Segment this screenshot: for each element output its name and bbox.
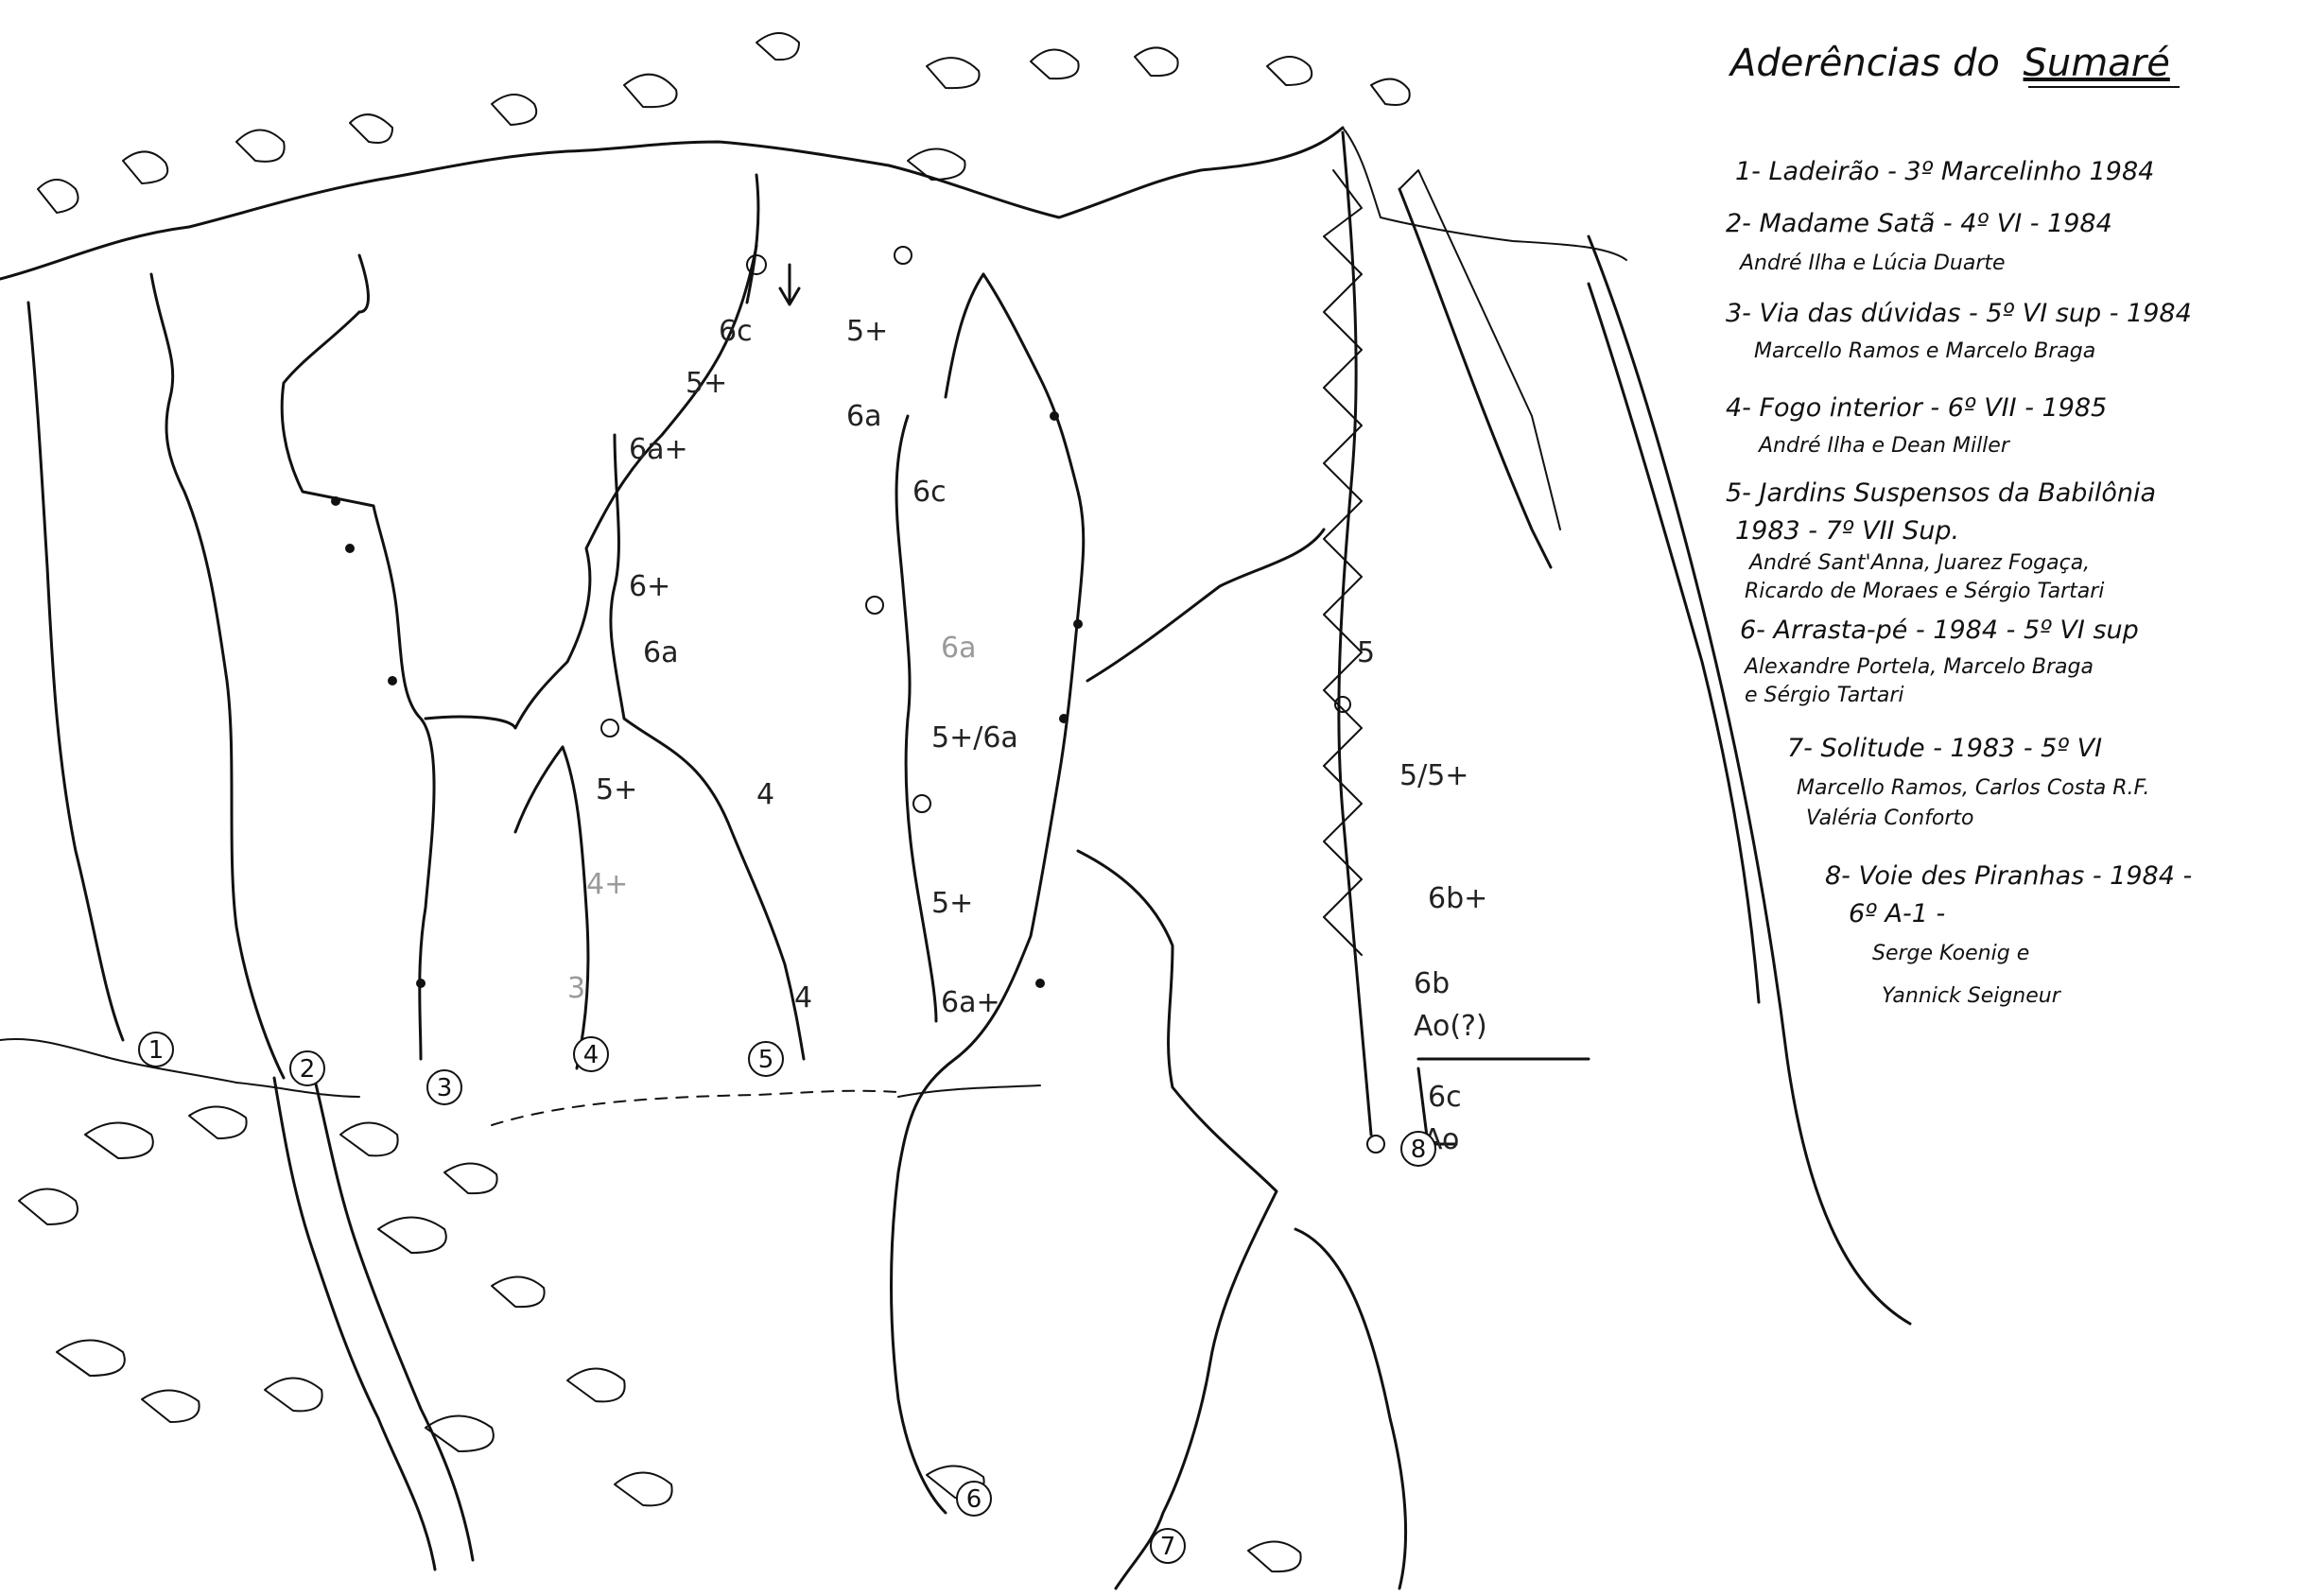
bolt-icon bbox=[912, 794, 931, 813]
legend-route-7-authors-b: Valéria Conforto bbox=[1806, 807, 1974, 830]
grade-label: 5+/6a bbox=[931, 721, 1018, 755]
grade-label: 6a bbox=[846, 400, 881, 433]
grade-label: 6a bbox=[941, 632, 976, 665]
route-7-line bbox=[1076, 528, 1326, 1590]
legend-route-1: 1- Ladeirão - 3º Marcelinho 1984 bbox=[1735, 157, 2154, 186]
svg-text:3: 3 bbox=[437, 1074, 453, 1102]
bolt-icon bbox=[600, 719, 619, 737]
legend-route-6: 6- Arrasta-pé - 1984 - 5º VI sup bbox=[1740, 616, 2139, 645]
grade-label: 6c bbox=[912, 476, 947, 509]
legend-route-8: 8- Voie des Piranhas - 1984 - bbox=[1825, 861, 2192, 891]
grades: 6c 5+ 6a+ 6+ 6a 5+ 4 4+ 3 4 5+ 6a 6c 6a … bbox=[567, 315, 1487, 1156]
route-marker-1: 1 bbox=[138, 1032, 174, 1067]
svg-text:6: 6 bbox=[966, 1485, 982, 1514]
route-5-line bbox=[609, 173, 806, 1061]
svg-text:7: 7 bbox=[1160, 1533, 1176, 1561]
grade-label: 4 bbox=[756, 778, 774, 811]
route-3-line bbox=[280, 310, 436, 1061]
route-1-line bbox=[26, 301, 125, 1042]
bottom-forest bbox=[18, 1067, 1302, 1573]
legend-route-6-authors-a: Alexandre Portela, Marcelo Braga bbox=[1743, 655, 2094, 679]
legend-route-2: 2- Madame Satã - 4º VI - 1984 bbox=[1726, 209, 2112, 238]
legend-route-8-authors-b: Yannick Seigneur bbox=[1882, 984, 2062, 1008]
grade-label: 6a+ bbox=[941, 986, 1000, 1019]
route-marker-8: 8 bbox=[1400, 1131, 1436, 1167]
top-vegetation bbox=[0, 32, 1627, 281]
route-8-line bbox=[1337, 130, 1373, 1136]
bolt-icon bbox=[865, 596, 884, 615]
base-line bbox=[0, 1038, 1041, 1126]
bolt-icon bbox=[894, 246, 912, 265]
legend-route-3: 3- Via das dúvidas - 5º VI sup - 1984 bbox=[1726, 299, 2192, 328]
legend-route-4-authors: André Ilha e Dean Miller bbox=[1757, 434, 2011, 458]
route-marker-7: 7 bbox=[1150, 1528, 1186, 1564]
bolt-icon bbox=[746, 254, 767, 275]
grade-label: 6c bbox=[719, 315, 753, 348]
legend: Aderências do Sumaré 1- Ladeirão - 3º Ma… bbox=[1726, 42, 2192, 1008]
route-6-line bbox=[890, 272, 1086, 1515]
legend-route-3-authors: Marcello Ramos e Marcelo Braga bbox=[1754, 339, 2095, 363]
legend-route-7: 7- Solitude - 1983 - 5º VI bbox=[1787, 734, 2102, 763]
grade-label: 6a+ bbox=[629, 433, 688, 466]
grade-label: 4 bbox=[794, 981, 812, 1015]
route-8-zigzag bbox=[1323, 169, 1363, 956]
grade-label: 5 bbox=[1357, 636, 1375, 669]
grade-label: 3 bbox=[567, 972, 585, 1005]
grade-label: 4+ bbox=[586, 868, 628, 901]
legend-route-8-grade: 6º A-1 - bbox=[1849, 899, 1945, 928]
bolts bbox=[331, 246, 1385, 1154]
grade-label: 6b+ bbox=[1428, 882, 1487, 915]
grade-label: 5+ bbox=[931, 887, 973, 920]
route-4-line bbox=[513, 745, 590, 1070]
legend-route-6-authors-b: e Sérgio Tartari bbox=[1745, 684, 1904, 707]
legend-route-4: 4- Fogo interior - 6º VII - 1985 bbox=[1726, 393, 2107, 423]
svg-text:8: 8 bbox=[1411, 1136, 1427, 1164]
grade-label: Ao(?) bbox=[1414, 1010, 1487, 1043]
route-marker-6: 6 bbox=[956, 1481, 992, 1517]
route-marker-3: 3 bbox=[426, 1069, 462, 1105]
svg-text:2: 2 bbox=[300, 1055, 316, 1084]
legend-route-8-authors-a: Serge Koenig e bbox=[1872, 942, 2029, 965]
route-numbers: 1 2 3 4 5 6 7 8 bbox=[138, 1032, 1436, 1564]
svg-text:5: 5 bbox=[758, 1046, 774, 1074]
legend-route-5-authors-a: André Sant'Anna, Juarez Fogaça, bbox=[1747, 551, 2090, 575]
grade-label: 5+ bbox=[596, 773, 637, 807]
route-marker-2: 2 bbox=[289, 1050, 325, 1086]
bolt-icon bbox=[1334, 696, 1351, 713]
grade-label: 5/5+ bbox=[1399, 759, 1468, 792]
route-2-line bbox=[149, 272, 286, 1080]
legend-route-5-authors-b: Ricardo de Moraes e Sérgio Tartari bbox=[1745, 580, 2104, 603]
grade-label: 6c bbox=[1428, 1081, 1462, 1114]
down-arrow-icon bbox=[778, 263, 801, 306]
grade-label: 6+ bbox=[629, 570, 670, 603]
bolt-icon bbox=[1366, 1135, 1385, 1154]
svg-text:4: 4 bbox=[583, 1041, 599, 1069]
grade-label: 6b bbox=[1414, 967, 1450, 1000]
route-marker-4: 4 bbox=[573, 1036, 609, 1072]
svg-text:1: 1 bbox=[148, 1036, 165, 1065]
grade-label: 5+ bbox=[846, 315, 888, 348]
route-marker-5: 5 bbox=[748, 1041, 784, 1077]
legend-route-5: 5- Jardins Suspensos da Babilônia bbox=[1726, 478, 2156, 508]
legend-route-5-year: 1983 - 7º VII Sup. bbox=[1735, 516, 1959, 546]
grade-label: 5+ bbox=[686, 367, 727, 400]
legend-route-2-authors: André Ilha e Lúcia Duarte bbox=[1738, 252, 2006, 275]
legend-title: Aderências do Sumaré bbox=[1728, 42, 2170, 85]
route-lines bbox=[26, 130, 1912, 1590]
legend-route-7-authors-a: Marcello Ramos, Carlos Costa R.F. bbox=[1797, 776, 2149, 800]
grade-label: 6a bbox=[643, 636, 678, 669]
